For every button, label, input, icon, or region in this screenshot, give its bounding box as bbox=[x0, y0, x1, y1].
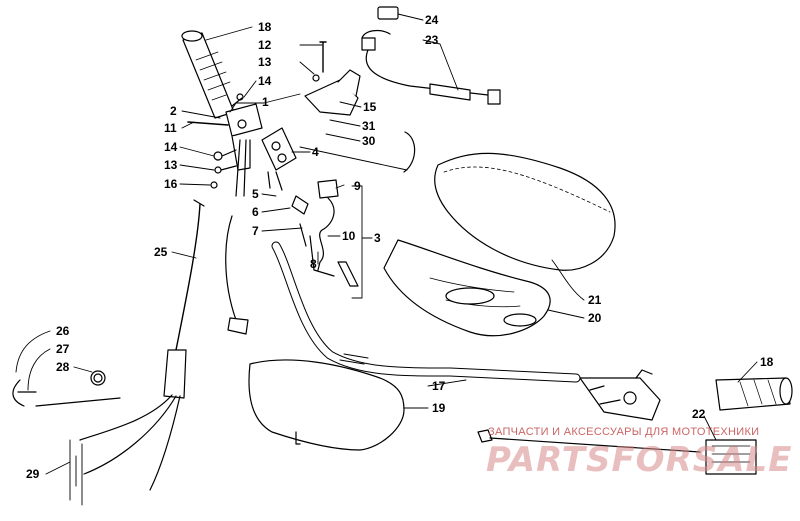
callout-18-right-grip: 18 bbox=[760, 355, 774, 369]
callout-7: 7 bbox=[252, 224, 259, 238]
handlebar-pad bbox=[248, 359, 405, 451]
callout-12: 12 bbox=[258, 38, 272, 52]
callout-19: 19 bbox=[432, 401, 446, 415]
watermark-caption: ЗАПЧАСТИ И АКСЕССУАРЫ ДЛЯ МОТОТЕХНИКИ bbox=[488, 426, 760, 438]
callout-2: 2 bbox=[170, 104, 177, 118]
callout-15: 15 bbox=[363, 100, 377, 114]
callout-27: 27 bbox=[56, 342, 70, 356]
throttle-cable-assembly bbox=[12, 349, 187, 506]
callout-10: 10 bbox=[342, 229, 356, 243]
right-grip bbox=[715, 377, 793, 411]
brake-lever-bracket bbox=[231, 41, 361, 116]
callout-26: 26 bbox=[56, 324, 70, 338]
watermark-logo: PARTSFORSALE bbox=[486, 440, 793, 480]
callout-4: 4 bbox=[312, 145, 319, 159]
callout-28: 28 bbox=[56, 360, 70, 374]
throttle-housing bbox=[579, 369, 661, 421]
callout-20: 20 bbox=[588, 311, 602, 325]
callout-16: 16 bbox=[164, 177, 178, 191]
callout-5: 5 bbox=[252, 187, 259, 201]
callout-leaders bbox=[15, 13, 758, 475]
callout-1: 1 bbox=[262, 95, 269, 109]
brake-cable bbox=[175, 199, 249, 351]
left-grip bbox=[181, 30, 235, 119]
callout-29: 29 bbox=[26, 467, 40, 481]
callout-22: 22 bbox=[692, 407, 706, 421]
callout-30: 30 bbox=[362, 134, 376, 148]
callout-11: 11 bbox=[164, 121, 177, 135]
callout-3: 3 bbox=[374, 231, 381, 245]
callout-25: 25 bbox=[154, 245, 168, 259]
callout-23: 23 bbox=[425, 33, 439, 47]
callout-6: 6 bbox=[252, 205, 259, 219]
callout-18-left-grip: 18 bbox=[258, 20, 272, 34]
callout-17: 17 bbox=[432, 379, 446, 393]
callout-13-lower: 13 bbox=[164, 158, 178, 172]
handlebar bbox=[271, 241, 581, 383]
callout-13: 13 bbox=[258, 55, 272, 69]
grip-heater bbox=[477, 429, 757, 475]
callout-labels: 18 12 13 14 1 2 11 14 13 16 15 24 23 31 … bbox=[26, 13, 774, 481]
callout-9: 9 bbox=[354, 179, 361, 193]
callout-31: 31 bbox=[362, 119, 376, 133]
callout-24: 24 bbox=[425, 13, 439, 27]
right-switch-module bbox=[261, 127, 416, 287]
callout-21: 21 bbox=[588, 293, 602, 307]
callout-8: 8 bbox=[310, 257, 317, 271]
callout-14-lower: 14 bbox=[164, 140, 178, 154]
windshield-cover bbox=[434, 152, 616, 271]
callout-14: 14 bbox=[258, 74, 272, 88]
left-switch-housing bbox=[187, 103, 263, 197]
lower-fairing bbox=[383, 239, 551, 337]
throttle-cable bbox=[361, 6, 501, 105]
